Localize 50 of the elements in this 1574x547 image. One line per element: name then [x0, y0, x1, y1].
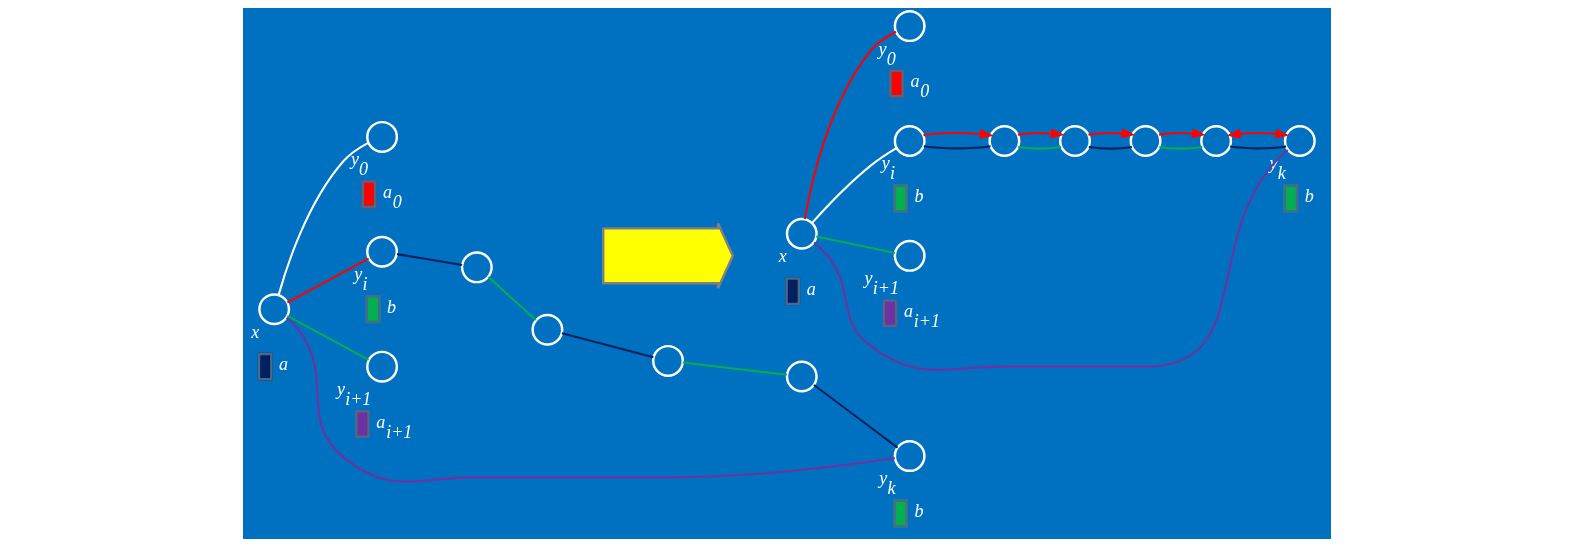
- connector: [1230, 145, 1287, 150]
- connector: [1018, 145, 1062, 150]
- node-circle: [893, 440, 926, 473]
- connector: [803, 30, 897, 220]
- connector: [1159, 145, 1203, 150]
- node-circle: [893, 10, 926, 43]
- node-label: a: [279, 354, 289, 375]
- node-circle: [893, 125, 926, 157]
- connector: [561, 332, 654, 359]
- node-label: b: [914, 186, 924, 207]
- connector: [1088, 145, 1132, 150]
- arrow: [1088, 128, 1136, 139]
- node-label: b: [914, 501, 924, 522]
- connector: [813, 149, 1289, 371]
- connector: [286, 315, 370, 361]
- node-circle: [1059, 125, 1091, 157]
- node-label: x: [778, 246, 787, 267]
- node-circle: [1283, 125, 1316, 157]
- node-circle: [258, 293, 291, 326]
- node-circle: [366, 350, 399, 383]
- node-circle: [531, 313, 564, 346]
- arrow: [1017, 128, 1065, 139]
- connector: [682, 361, 787, 376]
- node-circle: [366, 235, 399, 268]
- node-circle: [785, 217, 818, 250]
- node-circle: [785, 360, 818, 393]
- node-label: x: [251, 321, 260, 342]
- node-circle: [893, 239, 926, 272]
- arrow: [1226, 128, 1290, 139]
- connector: [487, 276, 537, 321]
- node-circle: [988, 125, 1021, 157]
- arrow: [1158, 128, 1206, 139]
- node-label: b: [387, 296, 397, 317]
- node-circle: [1200, 125, 1233, 157]
- connector: [286, 257, 370, 304]
- connector: [811, 147, 897, 224]
- arrow: [923, 129, 994, 139]
- connector: [277, 142, 369, 296]
- node-label: a: [806, 278, 816, 299]
- connector: [285, 317, 895, 483]
- node-arrow: [602, 222, 735, 290]
- node-circle: [366, 120, 399, 153]
- connector: [816, 235, 896, 254]
- node-circle: [460, 251, 493, 284]
- connector: [813, 384, 899, 449]
- node-circle: [652, 344, 684, 377]
- connector: [923, 145, 991, 150]
- connector: [396, 253, 463, 267]
- node-circle: [1129, 125, 1162, 157]
- node-label: b: [1304, 186, 1314, 207]
